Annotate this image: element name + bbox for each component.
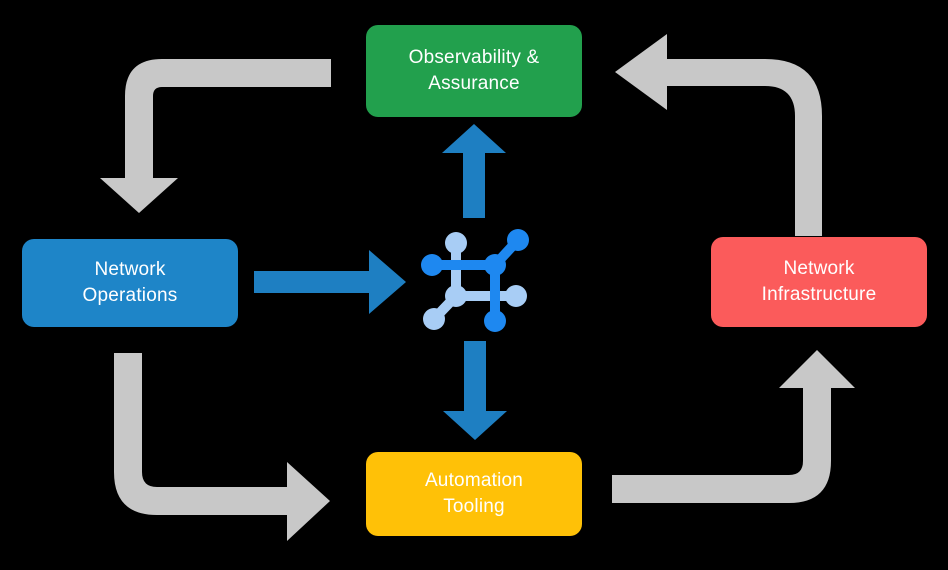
blue-arrow-down — [443, 341, 507, 440]
node-bottom-dark — [484, 310, 506, 332]
node-right-light — [505, 285, 527, 307]
node-box-network-operations[interactable]: Network Operations — [22, 239, 238, 327]
node-box-automation-tooling[interactable]: Automation Tooling — [366, 452, 582, 536]
gray-elbow-arrow-top-left — [100, 59, 331, 213]
network-icon-nodes — [421, 229, 529, 332]
node-hub-upper-right — [484, 254, 506, 276]
node-top-light — [445, 232, 467, 254]
node-bottom-left-light — [423, 308, 445, 330]
gray-elbow-arrow-bottom-right — [612, 350, 855, 503]
gray-elbow-arrow-bottom-left — [114, 353, 330, 541]
blue-arrow-right — [254, 250, 406, 314]
node-box-network-infrastructure[interactable]: Network Infrastructure — [711, 237, 927, 327]
node-hub-lower-left — [445, 285, 467, 307]
node-top-right-dark — [507, 229, 529, 251]
gray-elbow-arrow-top-right — [615, 34, 822, 236]
node-left-dark — [421, 254, 443, 276]
node-box-observability[interactable]: Observability & Assurance — [366, 25, 582, 117]
blue-arrow-up — [442, 124, 506, 218]
